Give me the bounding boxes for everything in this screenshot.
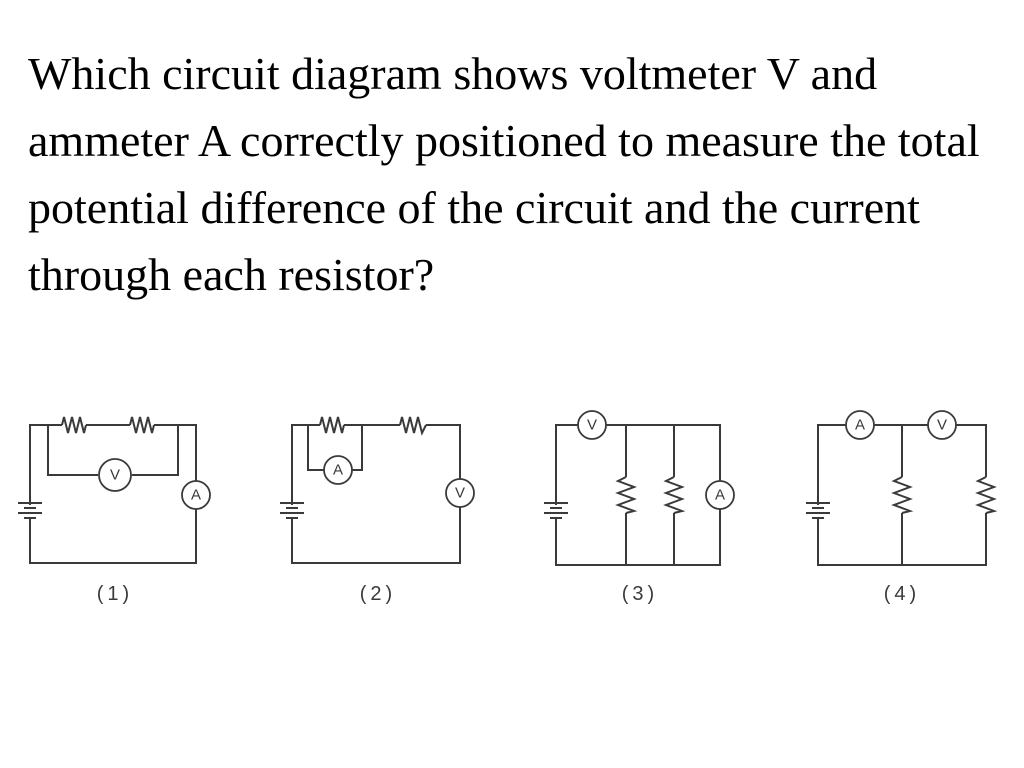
resistor-1b <box>129 416 155 434</box>
circuit-3: V A (3) <box>544 410 735 605</box>
battery-3 <box>544 502 568 519</box>
battery-1 <box>18 502 42 519</box>
ammeter-1-label: A <box>191 487 201 504</box>
circuit-diagrams: V A (1) A V (2) <box>18 410 998 605</box>
battery-4 <box>806 502 830 519</box>
voltmeter-1-label: V <box>110 467 120 484</box>
ammeter-2-label: A <box>333 462 343 479</box>
ammeter-3: A <box>705 480 735 510</box>
resistor-1a <box>61 416 87 434</box>
voltmeter-4: V <box>927 410 957 440</box>
ammeter-4-label: A <box>855 417 865 434</box>
battery-2 <box>280 502 304 519</box>
circuit-4-label: (4) <box>884 583 920 605</box>
voltmeter-2-label: V <box>455 485 465 502</box>
ammeter-branch-wire-2 <box>307 424 363 471</box>
voltmeter-3-label: V <box>587 417 597 434</box>
voltmeter-2: V <box>445 478 475 508</box>
resistor-2b <box>399 416 427 436</box>
voltmeter-4-label: V <box>937 417 947 434</box>
resistor-4b <box>975 476 998 514</box>
circuit-2-label: (2) <box>360 583 396 605</box>
ammeter-2: A <box>323 455 353 485</box>
question-text: Which circuit diagram shows voltmeter V … <box>28 48 980 300</box>
ammeter-1: A <box>181 480 211 510</box>
circuit-2: A V (2) <box>280 416 475 605</box>
circuit-1-wire <box>29 424 197 564</box>
resistor-3a <box>615 476 638 514</box>
voltmeter-1: V <box>98 458 132 492</box>
resistor-4a <box>891 476 914 514</box>
voltmeter-branch-wire-1 <box>47 425 179 476</box>
resistor-3b <box>663 476 686 514</box>
ammeter-4: A <box>845 410 875 440</box>
resistor-2a <box>319 416 345 434</box>
circuit-1-label: (1) <box>97 583 133 605</box>
circuit-3-label: (3) <box>622 583 658 605</box>
voltmeter-3: V <box>577 410 607 440</box>
circuit-2-wire <box>291 424 461 564</box>
circuit-3-wire <box>555 424 721 566</box>
circuit-1: V A (1) <box>18 416 211 605</box>
circuit-4: A V (4) <box>806 410 998 605</box>
parallel-branch-wire-3 <box>625 425 675 565</box>
ammeter-3-label: A <box>715 487 725 504</box>
